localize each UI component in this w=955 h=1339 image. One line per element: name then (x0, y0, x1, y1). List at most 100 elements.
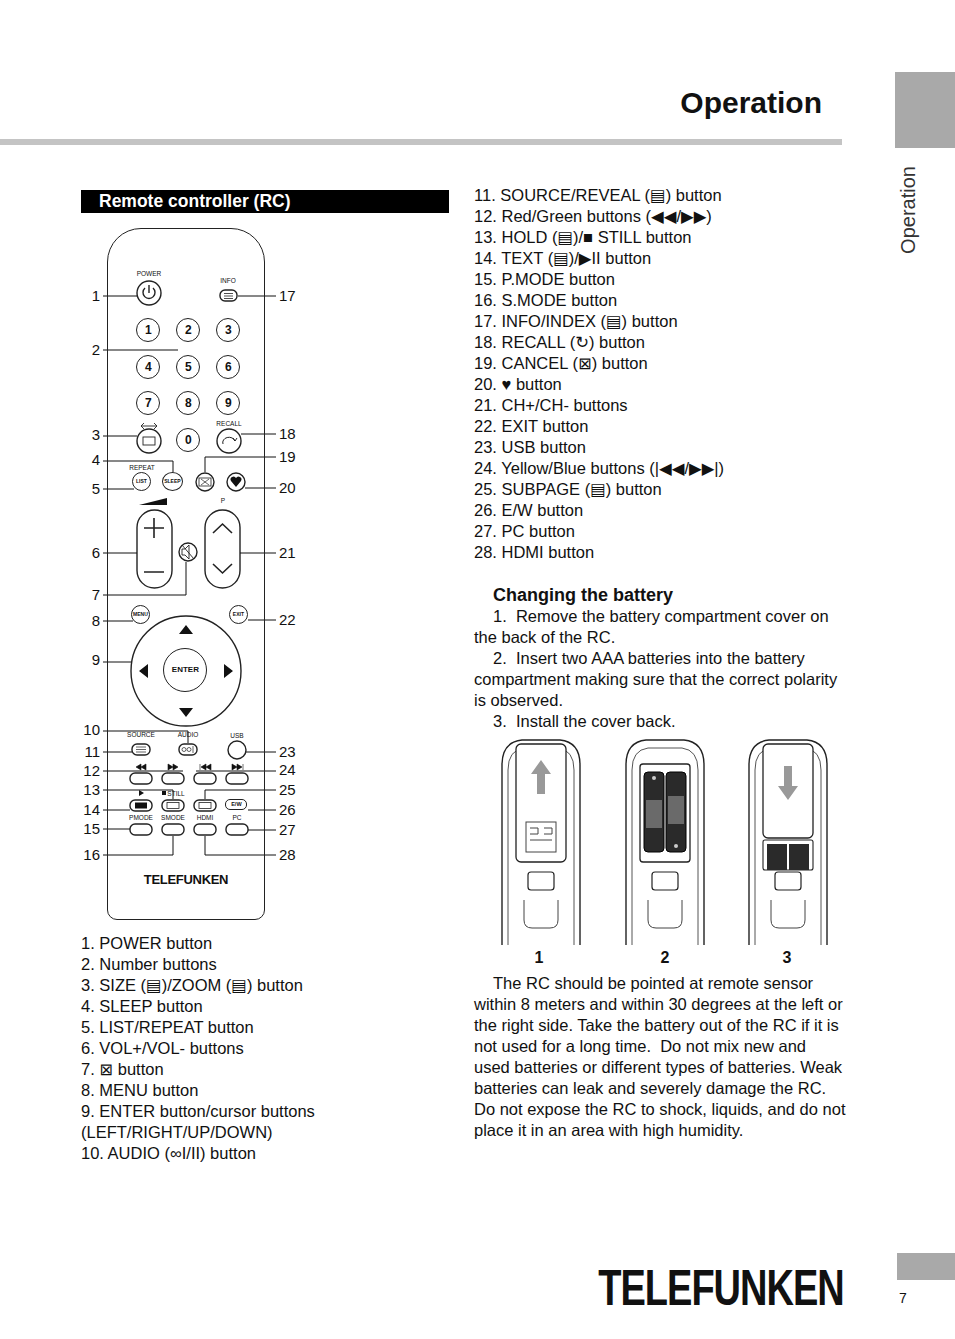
button-text: 2 (185, 324, 192, 336)
list-item: 28. HDMI button (474, 542, 846, 563)
list-item: 25. SUBPAGE (▤) button (474, 479, 846, 500)
drawing-part (674, 844, 678, 848)
drawing-part (763, 840, 813, 870)
list-item: 7. ⊠ button (81, 1059, 453, 1080)
drawing-part (789, 844, 809, 870)
drawing-part (749, 740, 827, 945)
drawing-part (103, 731, 188, 743)
drawing-part (144, 518, 164, 572)
drawing-part (248, 830, 276, 831)
button-text: E/W (231, 802, 241, 808)
figure-number: 3 (783, 950, 792, 966)
battery-steps: 1. Remove the battery compartment cover … (474, 606, 846, 732)
callout-number: 13 (60, 781, 100, 799)
callout-number: 8 (60, 612, 100, 630)
step-text: 3. Install the cover back. (474, 711, 846, 732)
button-text: 5 (185, 361, 192, 373)
list-item: 11. SOURCE/REVEAL (▤) button (474, 185, 846, 206)
list-item: 17. INFO/INDEX (▤) button (474, 311, 846, 332)
button-label: PMODE (129, 815, 153, 822)
drawing-part (199, 803, 211, 809)
body-paragraph: The RC should be pointed at remote senso… (474, 973, 846, 1141)
drawing-part (626, 740, 704, 945)
drawing-part (763, 744, 813, 838)
drawing-part (141, 423, 157, 429)
section-band: Remote controller (RC) (81, 190, 449, 213)
callout-number: 12 (60, 762, 100, 780)
drawing-part (502, 740, 580, 945)
remote-button: E/W (225, 799, 247, 810)
drawing-part (137, 510, 172, 588)
list-item: 21. CH+/CH- buttons (474, 395, 846, 416)
drawing-part (201, 479, 209, 485)
button-label: SMODE (161, 815, 185, 822)
drawing-part (646, 800, 662, 828)
callout-number: 23 (279, 743, 296, 761)
list-item: 22. EXIT button (474, 416, 846, 437)
drawing-part (103, 553, 137, 554)
drawing-part (196, 473, 214, 491)
drawing-part (248, 620, 276, 621)
list-item: 15. P.MODE button (474, 269, 846, 290)
button-text: 8 (185, 397, 192, 409)
drawing-part (640, 764, 690, 862)
callout-number: 10 (60, 721, 100, 739)
remote-button: 3 (216, 318, 240, 342)
drawing-part (103, 461, 173, 472)
drawing-part (179, 543, 197, 561)
drawing-part (103, 350, 178, 351)
button-label: HDMI (197, 815, 214, 822)
list-item: 6. VOL+/VOL- buttons (81, 1038, 453, 1059)
callout-number: 7 (60, 586, 100, 604)
button-label: INFO (220, 278, 236, 285)
button-label: USB (230, 733, 243, 740)
drawing-part (132, 744, 150, 755)
list-item: 4. SLEEP button (81, 996, 453, 1017)
callout-number: 22 (279, 611, 296, 629)
list-item: 20. ♥ button (474, 374, 846, 395)
callout-number: 20 (279, 479, 296, 497)
callout-number: 24 (279, 761, 296, 779)
button-label: AUDIO (178, 732, 199, 739)
drawing-part (103, 771, 183, 772)
drawing-part (179, 744, 197, 755)
button-text: 0 (185, 434, 192, 446)
drawing-part (162, 800, 184, 811)
drawing-part (502, 740, 580, 945)
list-item: 18. RECALL (↻) button (474, 332, 846, 353)
button-text: MENU (133, 612, 148, 617)
drawing-part (897, 1253, 955, 1280)
callout-number: 2 (60, 341, 100, 359)
drawing-part (194, 824, 216, 835)
drawing-part (136, 764, 243, 770)
drawing-part (103, 436, 137, 437)
remote-button: LIST (132, 472, 151, 491)
callout-number: 18 (279, 425, 296, 443)
drawing-part (131, 616, 241, 726)
drawing-part (245, 488, 276, 489)
remote-button: 9 (216, 391, 240, 415)
callout-number: 11 (60, 743, 100, 761)
drawing-part (226, 824, 248, 835)
drawing-part (231, 477, 242, 487)
button-label: SOURCE (127, 732, 155, 739)
callout-number: 3 (60, 426, 100, 444)
callout-number: 14 (60, 801, 100, 819)
drawing-part (205, 457, 276, 472)
remote-button: 7 (136, 391, 160, 415)
button-text: ENTER (172, 666, 199, 674)
drawing-part (652, 776, 656, 780)
list-item: 2. Number buttons (81, 954, 453, 975)
drawing-part (213, 524, 232, 573)
drawing-part (749, 740, 827, 945)
drawing-part (130, 800, 152, 811)
list-item: 10. AUDIO (∞I/II) button (81, 1143, 453, 1164)
step-text: 1. Remove the battery compartment cover … (474, 606, 846, 648)
drawing-part (205, 790, 276, 799)
brand-logo: TELEFUNKEN (598, 1263, 843, 1312)
button-text: EXIT (233, 612, 244, 617)
list-item: 8. MENU button (81, 1080, 453, 1101)
drawing-part (103, 790, 173, 799)
remote-logo: TELEFUNKEN (108, 872, 264, 888)
drawing-part (135, 803, 147, 809)
